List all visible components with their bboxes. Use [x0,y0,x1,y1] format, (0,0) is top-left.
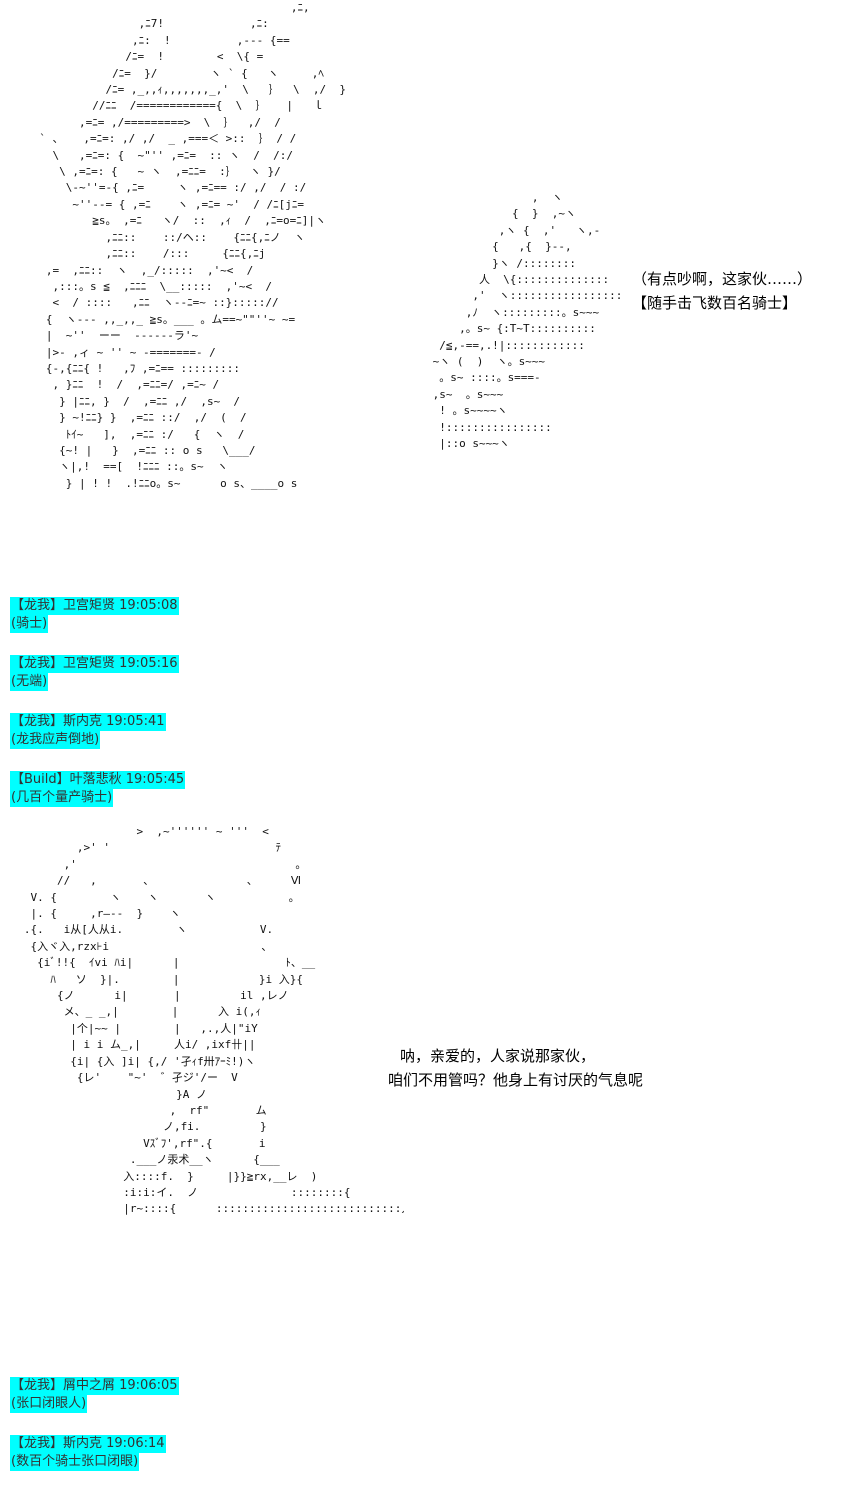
chat-message: 【Build】叶落悲秋 19:05:45 (几百个量产骑士) [10,771,186,807]
chat-body: (张口闭眼人) [10,1395,88,1413]
chat-body: (数百个骑士张口闭眼) [10,1453,140,1471]
chat-message: 【龙我】屑中之屑 19:06:05 (张口闭眼人) [10,1377,179,1413]
ascii-art-knight-battle-right: , ヽ { } ,~ヽ ,ヽ { ,' ヽ,- { ,{ }--, }ヽ /::… [432,191,623,451]
chat-header: 【龙我】卫宫矩贤 19:05:08 [10,597,179,615]
speech-line: 咱们不用管吗？他身上有讨厌的气息呢 [388,1071,644,1089]
ascii-art-knight-battle: ,ﾆ, ,ﾆ7! ,ﾆ: ,ﾆ: ! ,--- {== /ﾆ= ! < \{ =… [39,1,347,490]
speech-line: 【随手击飞数百名骑士】 [632,294,798,312]
chat-body: (几百个量产骑士) [10,789,114,807]
chat-header: 【龙我】斯内克 19:05:41 [10,713,166,731]
chat-body: (无端) [10,673,49,691]
chat-header: 【龙我】卫宫矩贤 19:05:16 [10,655,179,673]
chat-message: 【龙我】卫宫矩贤 19:05:16 (无端) [10,655,179,691]
speech-line: （有点吵啊，这家伙……） [632,270,813,288]
chat-body: (骑士) [10,615,49,633]
chat-header: 【龙我】屑中之屑 19:06:05 [10,1377,179,1395]
speech-block-bottom: 呐，亲爱的，人家说那家伙， 咱们不用管吗？他身上有讨厌的气息呢 [388,1044,643,1092]
chat-body: (龙我应声倒地) [10,731,101,749]
chat-header: 【龙我】斯内克 19:06:14 [10,1435,166,1453]
speech-block-top: （有点吵啊，这家伙……） 【随手击飞数百名骑士】 [632,267,812,315]
chat-message: 【龙我】卫宫矩贤 19:05:08 (骑士) [10,597,179,633]
ascii-art-female-rider: > ,~'''''' ~ ''' < ,>' ' ﾃ ,' 。 // , 、 、… [23,825,404,1216]
chat-message: 【龙我】斯内克 19:05:41 (龙我应声倒地) [10,713,166,749]
chat-message: 【龙我】斯内克 19:06:14 (数百个骑士张口闭眼) [10,1435,166,1471]
speech-line: 呐，亲爱的，人家说那家伙， [400,1047,596,1065]
chat-header: 【Build】叶落悲秋 19:05:45 [10,771,186,789]
